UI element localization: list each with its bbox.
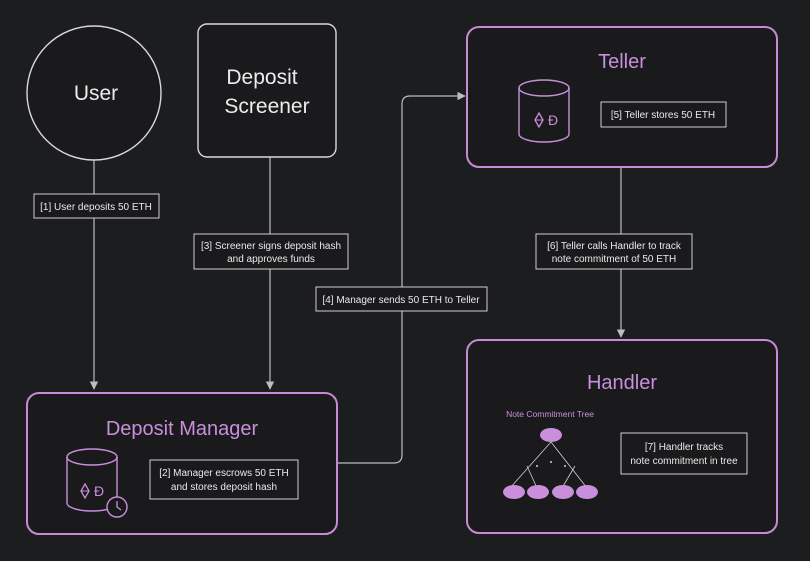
tree-root-node — [540, 428, 562, 442]
step-6-text-line-2: note commitment of 50 ETH — [552, 254, 677, 265]
step-5-label: [5] Teller stores 50 ETH — [600, 101, 727, 128]
step-4-text: [4] Manager sends 50 ETH to Teller — [322, 295, 480, 306]
ethereum-icon — [534, 111, 544, 129]
step-3-text-line-2: and approves funds — [227, 254, 315, 265]
screener-title-line-1: Deposit — [226, 66, 297, 89]
step-5-text: [5] Teller stores 50 ETH — [611, 110, 715, 121]
deposit-screener-node: Deposit Screener — [197, 23, 337, 158]
ether-symbol: Ð — [548, 112, 558, 128]
step-7-text-line-1: [7] Handler tracks — [645, 442, 723, 453]
tree-leaf-node — [527, 485, 549, 499]
teller-title: Teller — [598, 51, 646, 73]
step-3-label: [3] Screener signs deposit hash and appr… — [193, 233, 349, 270]
step-7-text-line-2: note commitment in tree — [630, 456, 738, 467]
user-title: User — [74, 82, 118, 105]
deposit-manager-title: Deposit Manager — [106, 418, 259, 440]
user-node: User — [26, 25, 162, 161]
database-icon: Ð — [66, 448, 128, 518]
note-commitment-tree-title: Note Commitment Tree — [506, 409, 594, 419]
tree-leaf-node — [576, 485, 598, 499]
step-1-label: [1] User deposits 50 ETH — [33, 193, 160, 219]
clock-icon — [106, 496, 128, 518]
step-2-text-line-1: [2] Manager escrows 50 ETH — [159, 468, 289, 479]
ether-symbol: Ð — [94, 483, 104, 499]
tree-leaf-node — [503, 485, 525, 499]
step-3-text-line-1: [3] Screener signs deposit hash — [201, 241, 341, 252]
step-1-text: [1] User deposits 50 ETH — [40, 202, 152, 213]
connector-manager-to-teller — [337, 91, 466, 464]
step-6-text-line-1: [6] Teller calls Handler to track — [547, 241, 682, 252]
step-4-label: [4] Manager sends 50 ETH to Teller — [315, 286, 488, 312]
step-6-label: [6] Teller calls Handler to track note c… — [535, 233, 693, 270]
database-icon: Ð — [518, 79, 570, 143]
teller-node: Teller Ð — [466, 26, 778, 168]
step-2-label: [2] Manager escrows 50 ETH and stores de… — [149, 459, 299, 500]
screener-title-line-2: Screener — [224, 95, 309, 118]
ethereum-icon — [80, 482, 90, 500]
note-commitment-tree — [503, 428, 598, 499]
tree-leaf-node — [552, 485, 574, 499]
step-7-label: [7] Handler tracks note commitment in tr… — [620, 432, 748, 475]
handler-title: Handler — [587, 372, 657, 394]
step-2-text-line-2: and stores deposit hash — [171, 482, 277, 493]
